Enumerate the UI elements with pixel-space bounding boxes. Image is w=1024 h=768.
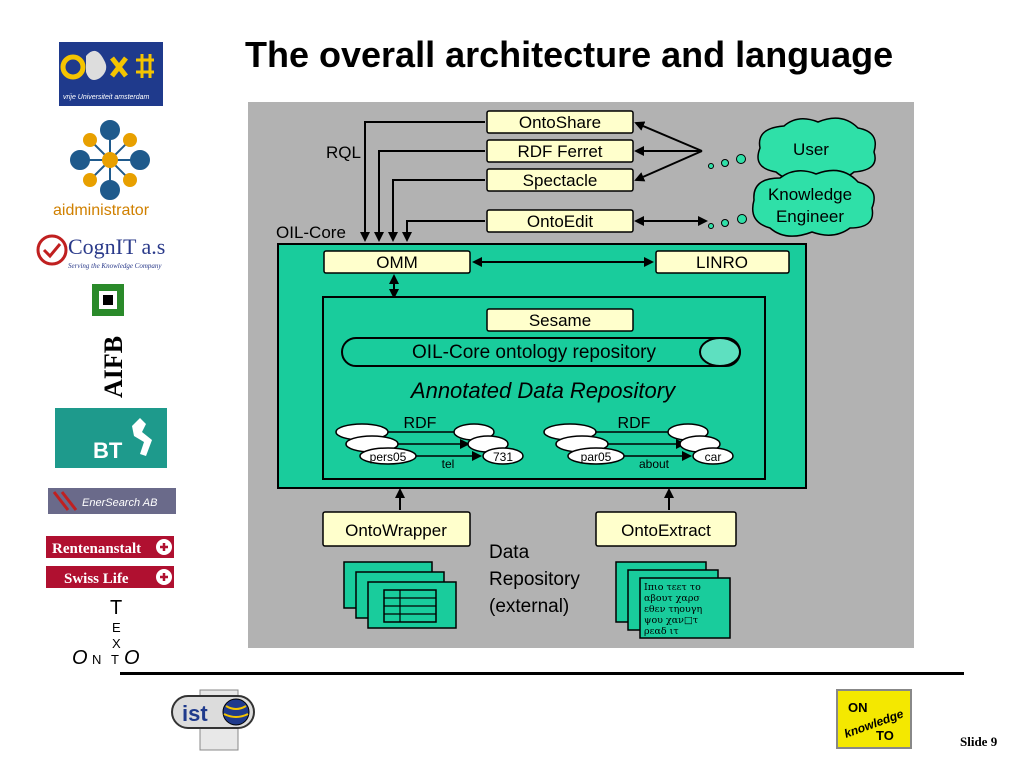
- external-documents: [615, 561, 731, 639]
- annotated-label: Annotated Data Repository: [409, 378, 677, 403]
- ontoshare-box: [486, 110, 634, 134]
- oil-core-label: OIL-Core: [276, 223, 346, 242]
- data-repo-line: Data: [489, 542, 530, 563]
- enersearch-logo: EnerSearch AB: [48, 488, 176, 514]
- bt-label: BT: [93, 438, 123, 463]
- rdf-ferret-box: [486, 139, 634, 163]
- data-repo-line: (external): [489, 596, 569, 617]
- sesame-box: [486, 308, 634, 332]
- ontoshare-label: OntoShare: [519, 113, 601, 132]
- otk-to: TO: [876, 728, 894, 743]
- swisslife-label: Swiss Life: [64, 571, 129, 587]
- graph-left-predicate: tel: [442, 457, 455, 471]
- page-title: The overall architecture and language: [245, 34, 894, 75]
- graph-right-predicate: about: [639, 457, 670, 471]
- ontoedit-box: [486, 209, 634, 233]
- ist-logo: ist: [171, 689, 255, 751]
- graph-left-subject: pers05: [370, 450, 407, 464]
- user-connectors: [634, 121, 708, 226]
- sesame-label: Sesame: [529, 311, 591, 330]
- rdf-graph-right: RDF par05 about car: [543, 415, 734, 471]
- rdf-right-label: RDF: [618, 415, 651, 432]
- ist-label: ist: [182, 701, 208, 726]
- doc-text-line: Ιπιο τεετ το: [644, 582, 701, 593]
- omm-box: [323, 250, 471, 274]
- linro-label: LINRO: [696, 253, 748, 272]
- ontowrapper-label: OntoWrapper: [345, 521, 447, 540]
- vu-logo: vrije Universiteit amsterdam: [59, 42, 163, 106]
- ontotext-letter: O: [72, 647, 88, 669]
- ontotext-letter: O: [124, 647, 140, 669]
- ontoextract-box: [595, 511, 737, 547]
- doc-text-line: αβουτ χαρσ: [644, 593, 700, 604]
- aifb-label: AIFB: [99, 336, 128, 398]
- ontotext-letter: E: [112, 620, 121, 635]
- partner-logos: vrije Universiteit amsterdam aidministra…: [36, 42, 176, 669]
- document-text: Ιπιο τεετ το αβουτ χαρσ εθεν τηουγη ψου …: [644, 582, 702, 637]
- aidministrator-logo: [70, 120, 150, 200]
- ontoknowledge-logo: ON knowledge TO: [836, 689, 912, 749]
- cognit-tagline: Serving the Knowledge Company: [68, 262, 162, 270]
- graph-right-object: car: [705, 450, 722, 464]
- cognit-label: CognIT a.s: [68, 234, 165, 259]
- ontotext-logo: T E X T O N O: [72, 597, 140, 669]
- slide-number: Slide 9: [960, 734, 998, 749]
- user-cloud: User: [757, 117, 876, 181]
- thought-dots: [708, 154, 747, 229]
- ontoedit-label: OntoEdit: [527, 212, 593, 231]
- aidministrator-label: aidministrator: [53, 202, 150, 219]
- otk-on: ON: [848, 700, 868, 715]
- doc-text-line: εθεν τηουγη: [644, 604, 702, 615]
- spectacle-box: [486, 168, 634, 192]
- ontotext-letter: T: [111, 652, 119, 667]
- ontotext-letter: X: [112, 636, 121, 651]
- doc-text-line: ρεαδ ιτ: [644, 626, 679, 637]
- graph-left-object: 731: [493, 450, 513, 464]
- external-tables: [343, 561, 457, 629]
- ontowrapper-box: [322, 511, 471, 547]
- rdf-left-label: RDF: [404, 415, 437, 432]
- tool-connectors: [360, 121, 485, 242]
- cognit-logo: CognIT a.s Serving the Knowledge Company: [36, 234, 165, 270]
- rdf-ferret-label: RDF Ferret: [518, 142, 603, 161]
- data-repo-line: Repository: [489, 569, 580, 590]
- omm-label: OMM: [376, 253, 418, 272]
- rentenanstalt-label: Rentenanstalt: [52, 541, 141, 557]
- knowledge-engineer-word: Engineer: [776, 207, 844, 226]
- vu-caption: vrije Universiteit amsterdam: [63, 94, 150, 101]
- rql-label: RQL: [326, 143, 361, 162]
- graph-right-subject: par05: [581, 450, 612, 464]
- swisslife-logo: Rentenanstalt Swiss Life: [46, 536, 174, 588]
- doc-text-line: ψου χαν□τ: [644, 615, 698, 626]
- rdf-graph-left: RDF pers05 tel 731: [335, 415, 524, 471]
- linro-box: [655, 250, 790, 274]
- bt-logo: BT: [55, 408, 167, 468]
- repository-label: OIL-Core ontology repository: [412, 342, 656, 363]
- knowledge-engineer-word: Knowledge: [768, 185, 852, 204]
- repository-cap: [699, 337, 741, 367]
- aifb-logo: AIFB: [92, 284, 128, 398]
- ontoextract-label: OntoExtract: [621, 521, 711, 540]
- footer-rule: [120, 672, 964, 675]
- enersearch-label: EnerSearch AB: [82, 497, 157, 509]
- ontotext-letter: N: [92, 652, 101, 667]
- user-label: User: [793, 140, 829, 159]
- ontotext-letter: T: [110, 597, 122, 619]
- spectacle-label: Spectacle: [523, 171, 598, 190]
- tool-boxes: OntoShare RDF Ferret Spectacle OntoEdit: [486, 110, 634, 233]
